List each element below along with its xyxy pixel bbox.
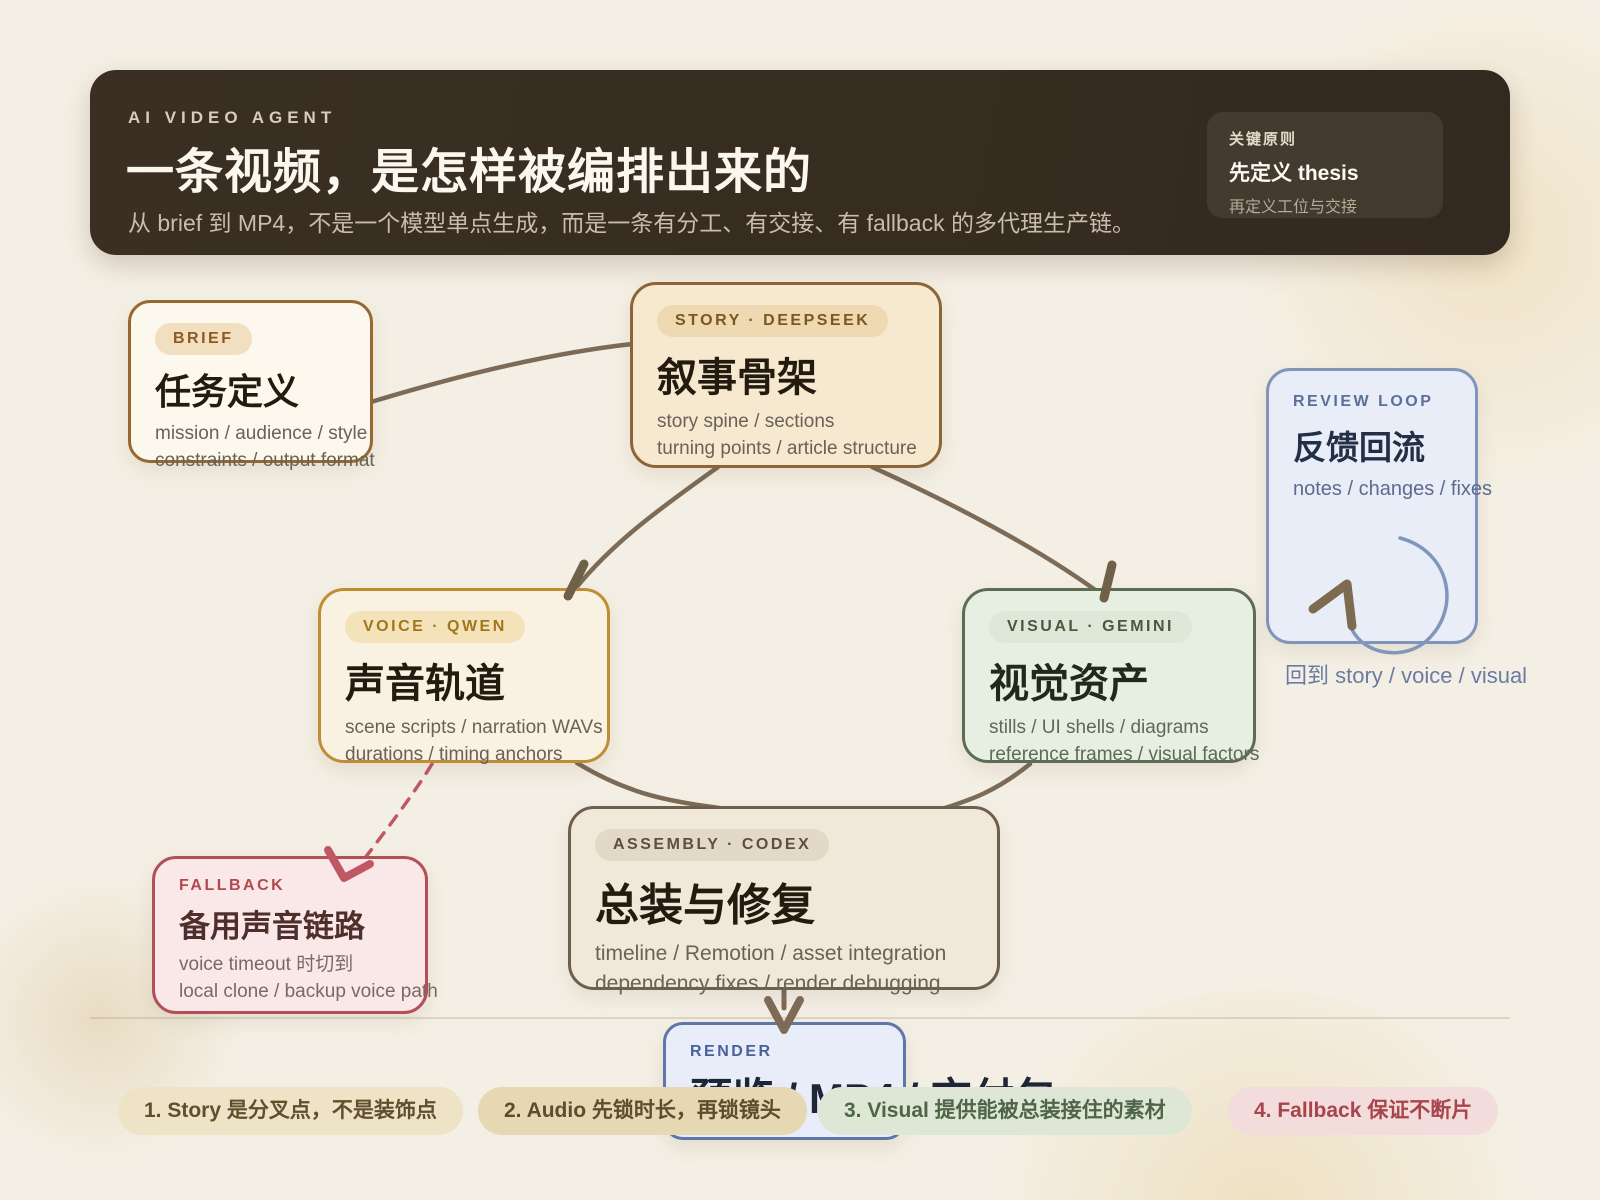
node-review-title: 反馈回流 (1293, 429, 1425, 466)
connector-story-voice (573, 464, 721, 591)
node-fallback-tag: FALLBACK (179, 877, 286, 894)
node-voice-title: 声音轨道 (345, 662, 505, 706)
connector-voice-fallback-dashed (354, 762, 434, 872)
node-brief-title: 任务定义 (155, 371, 300, 412)
node-review-loop: REVIEW LOOP 反馈回流 notes / changes / fixes (1266, 368, 1493, 644)
node-story-title: 叙事骨架 (657, 356, 817, 400)
node-review-tag: REVIEW LOOP (1293, 393, 1434, 410)
node-brief-detail-2: constraints / output format (155, 449, 375, 471)
node-render-tag: RENDER (690, 1043, 773, 1060)
review-caption: 回到 story / voice / visual (1285, 663, 1528, 688)
node-brief: BRIEF 任务定义 mission / audience / style co… (128, 300, 375, 471)
node-assembly-detail-1: timeline / Remotion / asset integration (595, 942, 947, 965)
node-voice-detail-1: scene scripts / narration WAVs (345, 717, 603, 738)
node-brief-detail-1: mission / audience / style (155, 423, 368, 444)
node-fallback-title: 备用声音链路 (179, 909, 365, 944)
page-title: 一条视频，是怎样被编排出来的 (126, 146, 813, 199)
node-visual-tag: VISUAL · GEMINI (989, 611, 1192, 643)
footer-note-4: 4. Fallback 保证不断片 (1228, 1087, 1499, 1135)
node-story-detail-1: story spine / sections (657, 411, 835, 432)
node-fallback-detail-1: voice timeout 时切到 (179, 954, 354, 975)
node-story: STORY · DEEPSEEK 叙事骨架 story spine / sect… (630, 282, 942, 468)
node-review-detail-1: notes / changes / fixes (1293, 478, 1493, 500)
node-voice: VOICE · QWEN 声音轨道 scene scripts / narrat… (318, 588, 610, 765)
node-voice-detail-2: durations / timing anchors (345, 743, 563, 765)
connector-visual-assembly (942, 761, 1033, 811)
badge-line1: 先定义 thesis (1229, 162, 1359, 185)
badge-label: 关键原则 (1229, 131, 1298, 148)
node-fallback: FALLBACK 备用声音链路 voice timeout 时切到 local … (152, 856, 438, 1014)
node-story-tag: STORY · DEEPSEEK (657, 305, 889, 337)
node-assembly: ASSEMBLY · CODEX 总装与修复 timeline / Remoti… (568, 806, 1000, 995)
header-kicker: AI VIDEO AGENT (128, 108, 337, 127)
connector-voice-assembly (574, 760, 745, 814)
node-visual: VISUAL · GEMINI 视觉资产 stills / UI shells … (962, 588, 1259, 765)
node-story-detail-2: turning points / article structure (657, 437, 917, 459)
node-visual-detail-1: stills / UI shells / diagrams (989, 717, 1209, 738)
node-fallback-detail-2: local clone / backup voice path (179, 980, 438, 1002)
node-assembly-tag: ASSEMBLY · CODEX (595, 829, 830, 861)
node-brief-tag: BRIEF (155, 323, 252, 355)
key-principle-badge: 关键原则 先定义 thesis 再定义工位与交接 (1207, 112, 1443, 218)
header-banner: AI VIDEO AGENT 一条视频，是怎样被编排出来的 从 brief 到 … (90, 70, 1510, 255)
node-visual-detail-2: reference frames / visual factors (989, 743, 1260, 765)
page-subtitle: 从 brief 到 MP4，不是一个模型单点生成，而是一条有分工、有交接、有 f… (128, 210, 1135, 236)
footer-note-3: 3. Visual 提供能被总装接住的素材 (818, 1087, 1192, 1135)
connector-story-visual (869, 464, 1109, 601)
footer-note-2: 2. Audio 先锁时长，再锁镜头 (478, 1087, 807, 1135)
node-assembly-title: 总装与修复 (595, 881, 815, 930)
node-assembly-detail-2: dependency fixes / render debugging (595, 971, 941, 995)
node-voice-tag: VOICE · QWEN (345, 611, 525, 643)
footer-note-1: 1. Story 是分叉点，不是装饰点 (118, 1087, 463, 1135)
connector-brief-story (368, 341, 635, 405)
node-visual-title: 视觉资产 (989, 662, 1149, 706)
badge-line2: 再定义工位与交接 (1229, 199, 1358, 216)
